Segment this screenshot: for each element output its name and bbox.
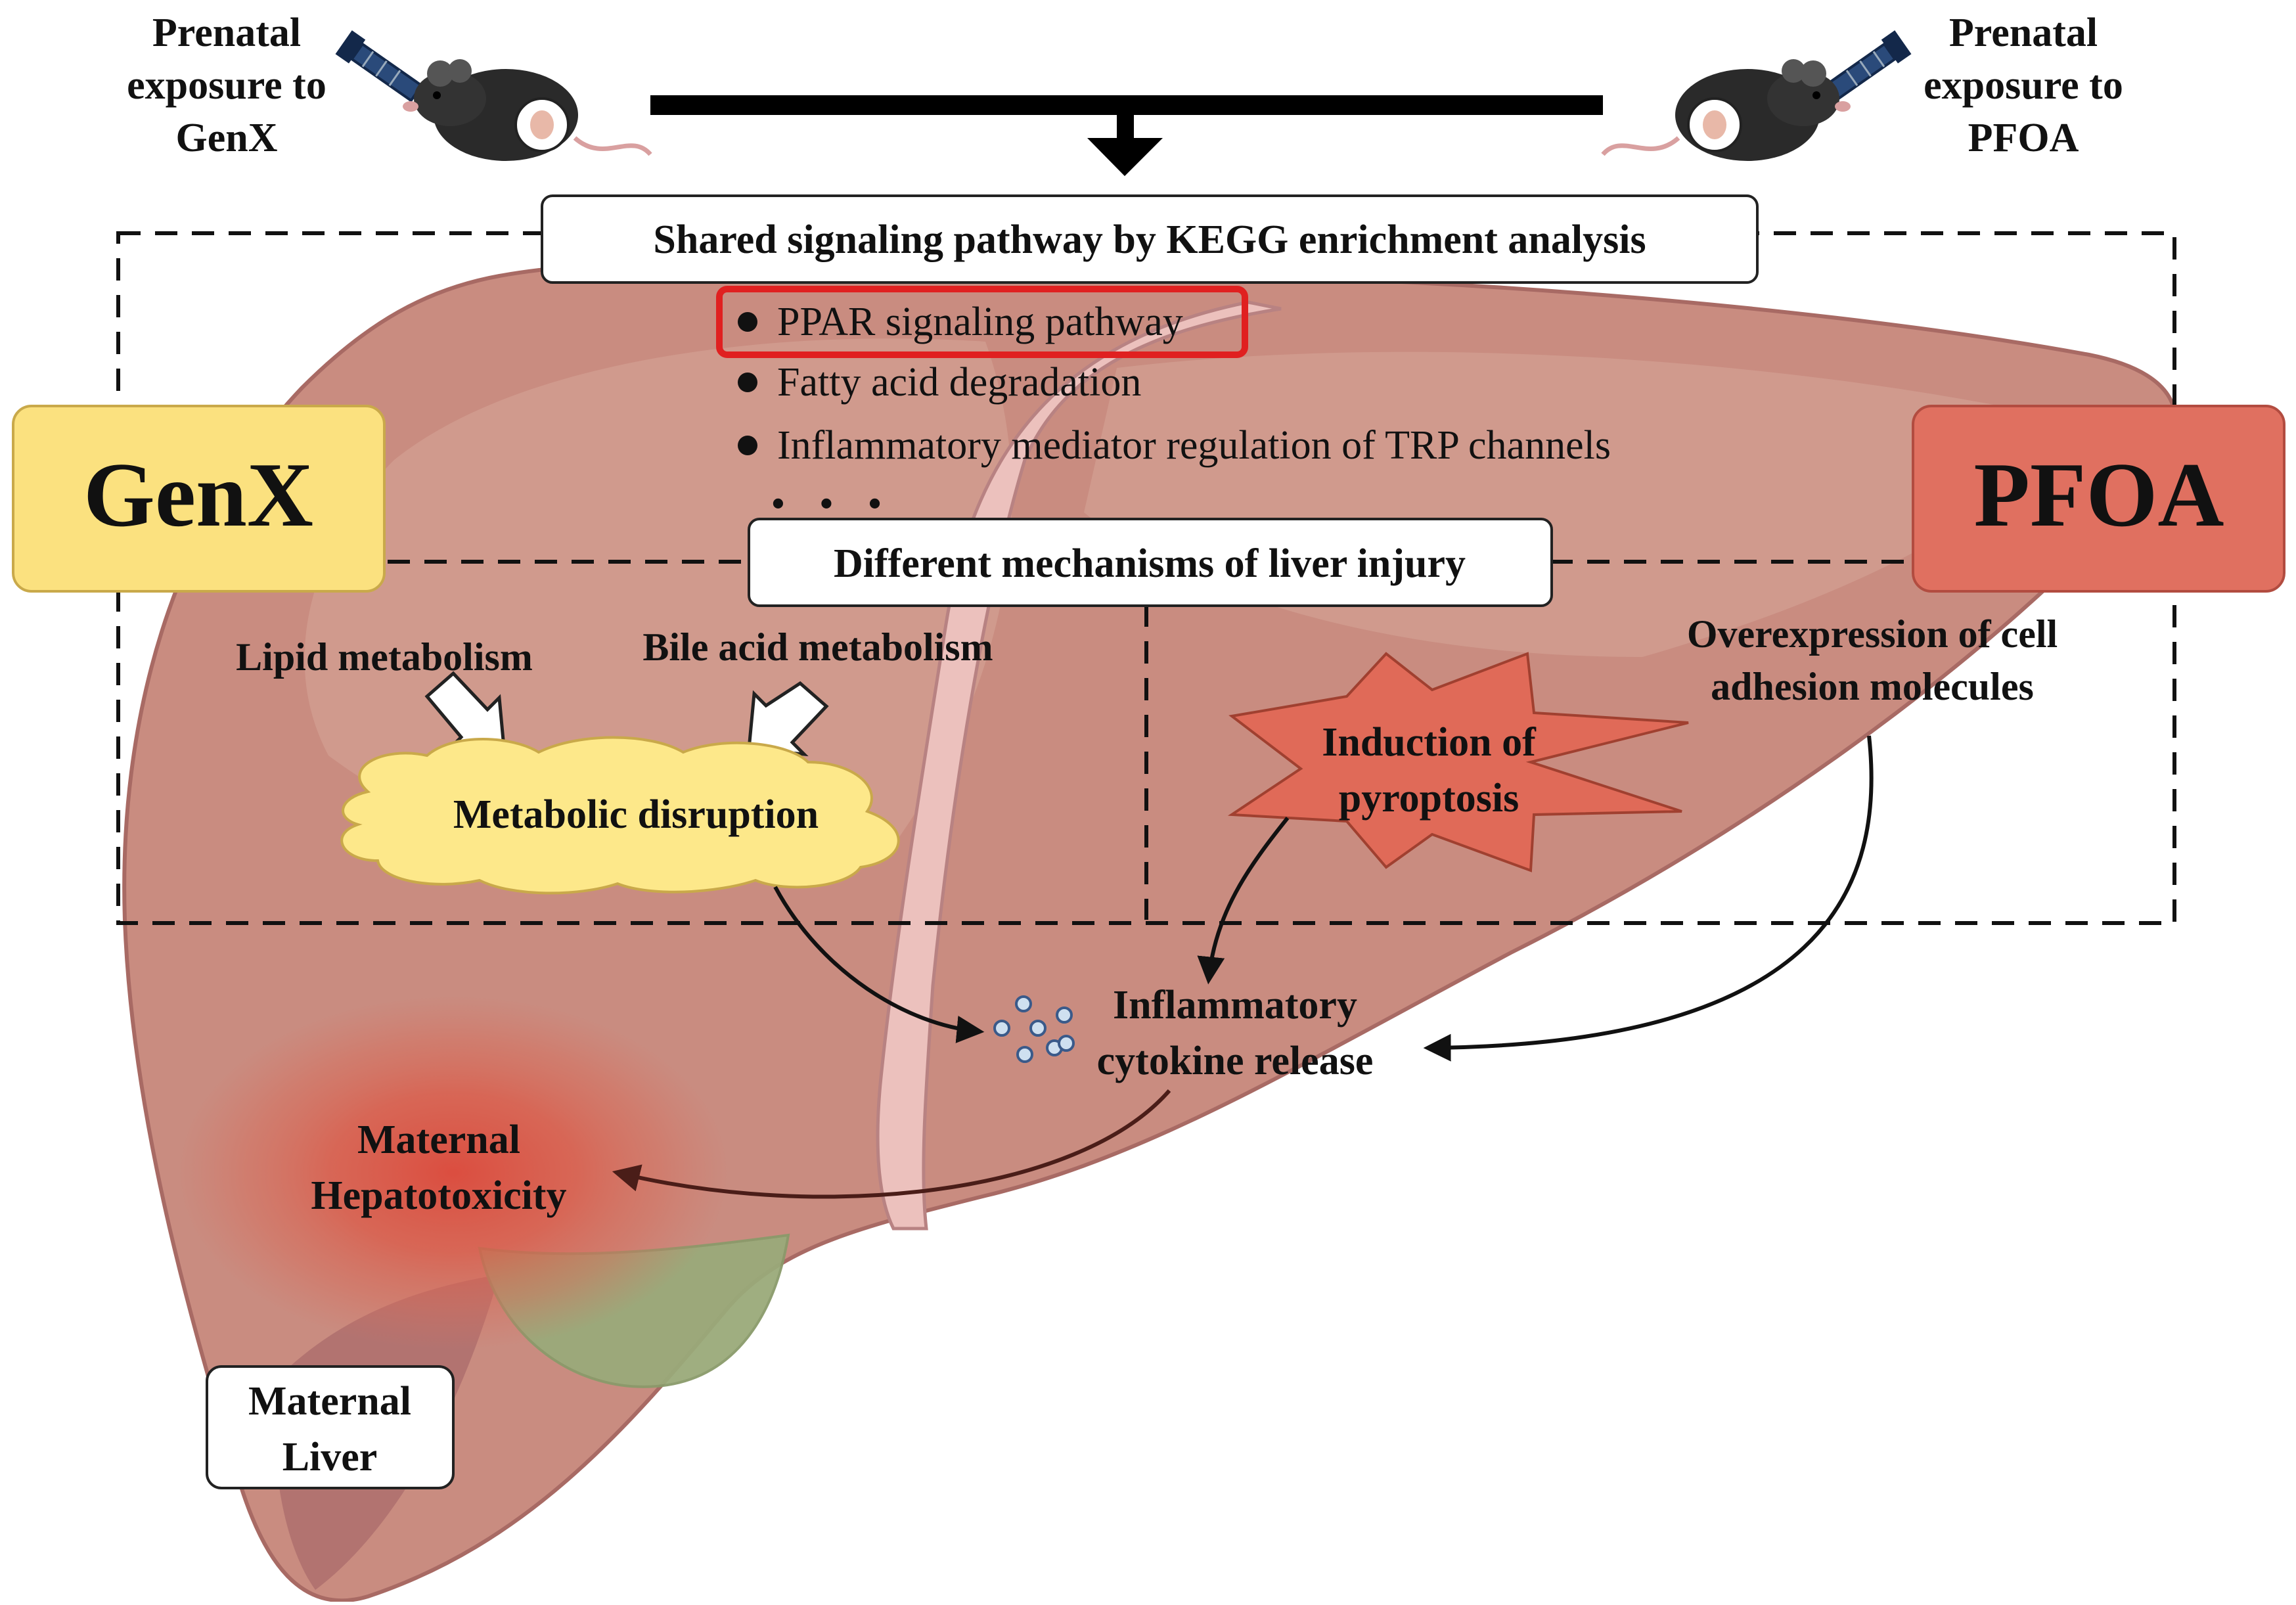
- cytokine-release: Inflammatory cytokine release: [993, 983, 1374, 1083]
- maternal-liver-line2: Liver: [282, 1435, 378, 1480]
- mechanisms-box: Different mechanisms of liver injury: [748, 518, 1553, 607]
- arrow-pyroptosis-to-cytokine: [1197, 817, 1290, 985]
- pfoa-box: PFOA: [1912, 405, 2285, 593]
- pfoa-label: PFOA: [1973, 444, 2224, 546]
- pfoa-mechanism: Induction of pyroptosis Overexpression o…: [1227, 612, 2058, 872]
- bullet: [738, 436, 757, 455]
- right-exposure-line3: PFOA: [1968, 116, 2079, 160]
- pyroptosis-star: [1227, 652, 1689, 872]
- hepatotoxicity-line1: Maternal: [357, 1118, 520, 1162]
- hepatotoxicity-line2: Hepatotoxicity: [311, 1173, 566, 1218]
- metabolic-disruption-cloud: [340, 736, 900, 895]
- right-exposure-group: Prenatal exposure to PFOA: [1601, 11, 2123, 161]
- cytokine-particles: [993, 995, 1075, 1063]
- adhesion-line2: adhesion molecules: [1711, 665, 2034, 708]
- bullet: [738, 373, 757, 392]
- metabolic-disruption-label: Metabolic disruption: [453, 792, 819, 837]
- left-exposure-line3: GenX: [176, 116, 278, 160]
- bile-acid-metabolism-label: Bile acid metabolism: [642, 625, 993, 669]
- genx-box: GenX: [12, 405, 386, 593]
- left-exposure-group: Prenatal exposure to GenX: [127, 11, 652, 161]
- pathway-ellipsis: • • •: [772, 484, 895, 524]
- ppar-highlight-box: [716, 286, 1248, 358]
- genx-mechanism: Lipid metabolism Bile acid metabolism Me…: [236, 625, 993, 895]
- left-exposure-line2: exposure to: [127, 63, 326, 108]
- hepatotoxicity-hotspot: [177, 995, 729, 1350]
- pathway-item-trp: Inflammatory mediator regulation of TRP …: [777, 423, 1611, 468]
- pathway-item-ppar: PPAR signaling pathway: [777, 300, 1183, 344]
- maternal-liver-line1: Maternal: [248, 1379, 411, 1424]
- pyroptosis-line2: pyroptosis: [1339, 776, 1519, 821]
- shared-pathway-title: Shared signaling pathway by KEGG enrichm…: [653, 217, 1646, 262]
- adhesion-line1: Overexpression of cell: [1687, 612, 2058, 656]
- arrow-cytokine-to-hepatotoxicity: [612, 1089, 1171, 1199]
- right-exposure-line1: Prenatal: [1949, 11, 2098, 55]
- arrow-adhesion-to-cytokine: [1423, 735, 1874, 1062]
- cytokine-line1: Inflammatory: [1113, 983, 1357, 1028]
- pathway-item-fatty-acid: Fatty acid degradation: [777, 360, 1141, 405]
- lipid-metabolism-label: Lipid metabolism: [236, 635, 533, 679]
- hollow-arrow-down-right: [424, 671, 506, 756]
- bullet: [738, 312, 757, 332]
- mouse-icon: [403, 59, 652, 161]
- mouse-icon: [1601, 59, 1851, 161]
- genx-label: GenX: [83, 444, 313, 546]
- arrow-metabolic-to-cytokine: [773, 886, 985, 1043]
- right-exposure-line2: exposure to: [1924, 63, 2123, 108]
- maternal-liver-box: Maternal Liver: [206, 1365, 455, 1489]
- convergence-arrow: [650, 95, 1603, 176]
- hepatotoxicity-label-group: Maternal Hepatotoxicity: [311, 1118, 566, 1218]
- left-exposure-line1: Prenatal: [152, 11, 301, 55]
- flow-arrows: [612, 735, 1874, 1199]
- cytokine-line2: cytokine release: [1097, 1039, 1374, 1083]
- mechanisms-title: Different mechanisms of liver injury: [834, 541, 1466, 586]
- shared-pathway-box: Shared signaling pathway by KEGG enrichm…: [541, 194, 1759, 284]
- pathway-list: PPAR signaling pathway Fatty acid degrad…: [716, 286, 1611, 524]
- pyroptosis-line1: Induction of: [1322, 720, 1537, 765]
